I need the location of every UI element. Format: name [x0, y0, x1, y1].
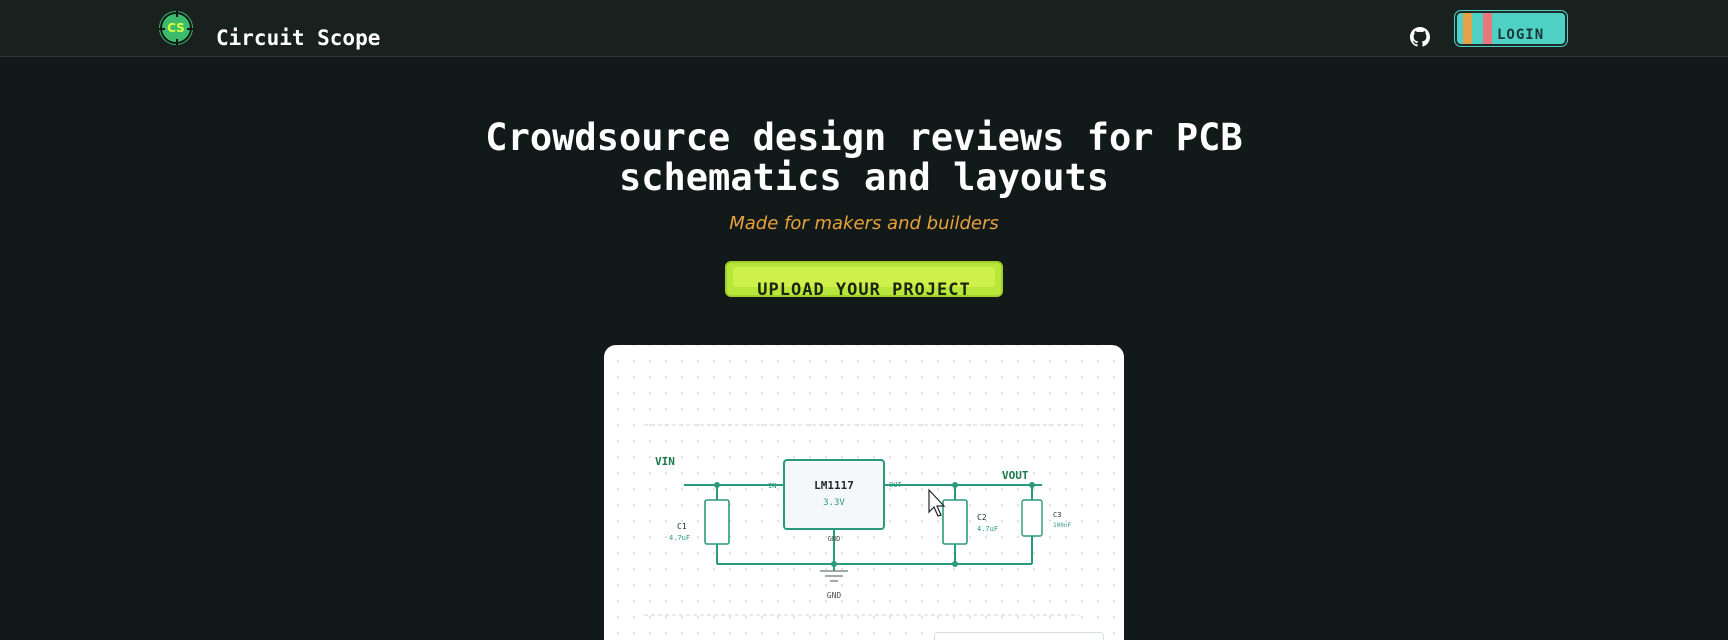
junctions — [714, 482, 1035, 567]
net-label-vout: VOUT — [1002, 469, 1029, 482]
c1-value: 4.7uF — [669, 534, 690, 542]
wires — [684, 484, 1042, 571]
c3-value: 100nF — [1053, 522, 1071, 529]
c2-value: 4.7uF — [977, 525, 998, 533]
junction-dot — [714, 482, 720, 488]
junction-dot — [1029, 482, 1035, 488]
login-label: LOGIN — [1497, 27, 1545, 43]
hero-subtitle: Made for makers and builders — [729, 213, 999, 234]
github-icon[interactable] — [1410, 27, 1430, 47]
circuit-scope-logo-icon[interactable]: CS — [159, 11, 193, 45]
hero-title-line-2: schematics and layouts — [618, 156, 1110, 199]
brand-name[interactable]: Circuit Scope — [216, 26, 381, 50]
preview-toolbar-box[interactable] — [934, 632, 1104, 640]
regulator-body[interactable] — [783, 459, 885, 530]
c3-name: C3 — [1053, 511, 1061, 519]
capacitor-c3[interactable] — [1021, 499, 1043, 537]
upload-button-face — [733, 267, 995, 287]
login-accent-strip — [1483, 13, 1492, 44]
schematic-preview-card: LM1117 3.3V IN OUT GND C1 4.7uF C2 4.7uF… — [604, 345, 1124, 640]
ground-label: GND — [827, 591, 842, 600]
capacitor-c2[interactable] — [942, 499, 968, 545]
logo-tick — [176, 39, 178, 45]
login-accent-strip — [1463, 13, 1472, 44]
upload-project-button[interactable]: UPLOAD YOUR PROJECT — [725, 261, 1003, 300]
c2-name: C2 — [977, 513, 987, 522]
pin-out-label: OUT — [889, 481, 902, 489]
junction-dot — [952, 482, 958, 488]
upload-button-label: UPLOAD YOUR PROJECT — [757, 280, 971, 300]
cursor-arrow-icon — [928, 488, 946, 517]
hero-title: Crowdsource design reviews for PCB schem… — [0, 118, 1728, 198]
pin-in-label: IN — [768, 482, 776, 490]
regulator-value: 3.3V — [823, 498, 845, 508]
junction-dot — [952, 561, 958, 567]
net-label-vin: VIN — [655, 455, 675, 468]
schematic-diagram: LM1117 3.3V IN OUT GND C1 4.7uF C2 4.7uF… — [644, 424, 1079, 616]
regulator-name: LM1117 — [814, 479, 854, 492]
logo-initials: CS — [167, 21, 185, 35]
login-button[interactable]: LOGIN — [1455, 11, 1567, 46]
capacitor-c1[interactable] — [704, 499, 730, 545]
c1-name: C1 — [677, 522, 687, 531]
logo-tick — [159, 28, 165, 30]
junction-dot — [831, 561, 837, 567]
ground-symbol-icon — [820, 570, 848, 582]
pin-gnd-label: GND — [828, 535, 841, 543]
logo-tick — [176, 11, 178, 17]
hero-title-line-1: Crowdsource design reviews for PCB — [485, 116, 1243, 159]
top-nav-bar: CS Circuit Scope LOGIN — [0, 0, 1728, 57]
logo-tick — [187, 28, 193, 30]
